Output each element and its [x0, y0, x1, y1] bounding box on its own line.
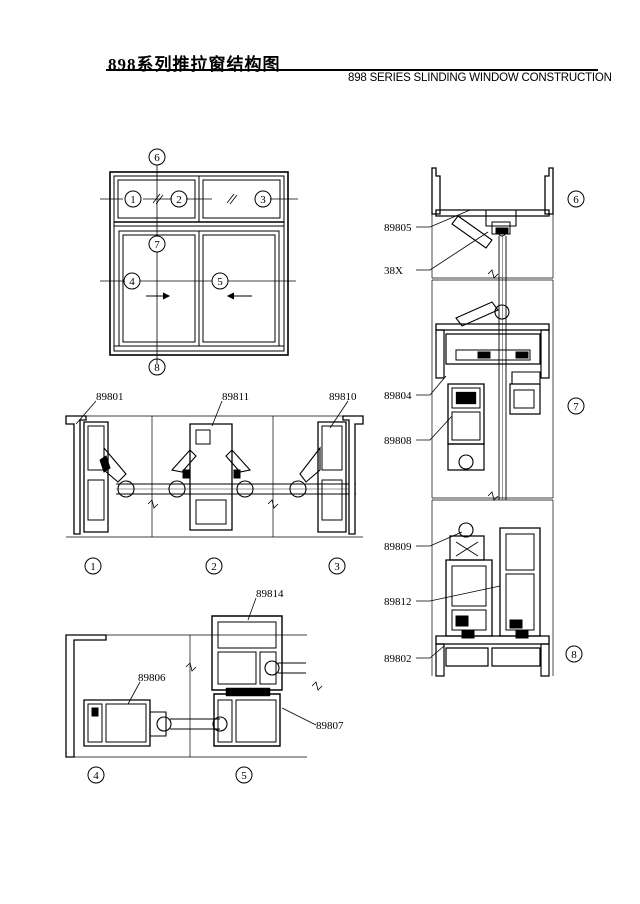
part-code-38x: 38X	[384, 265, 403, 277]
section-label-3: 3	[328, 557, 346, 575]
title-rule	[106, 69, 598, 71]
section-label-1: 1	[84, 557, 102, 575]
window-elevation	[100, 165, 298, 364]
section-number-6-label: 6	[573, 194, 579, 206]
part-code-89810: 89810	[329, 391, 357, 403]
section-number-3-label: 3	[334, 561, 340, 573]
part-code-89814: 89814	[256, 588, 284, 600]
part-code-89805: 89805	[384, 222, 412, 234]
part-code-89808: 89808	[384, 435, 412, 447]
section-number-5-label: 5	[241, 770, 247, 782]
section-marker-7: 7	[148, 235, 166, 253]
section-marker-6: 6	[148, 148, 166, 166]
section-number-7-label: 7	[573, 401, 579, 413]
vertical-section-6-7-8	[431, 167, 554, 677]
part-code-89802: 89802	[384, 653, 412, 665]
section-marker-5: 5	[211, 272, 229, 290]
section-label-8: 8	[565, 645, 583, 663]
horizontal-section-1-2-3	[65, 415, 364, 538]
section-label-5: 5	[235, 766, 253, 784]
section-marker-2: 2	[170, 190, 188, 208]
section-label-4: 4	[87, 766, 105, 784]
section-number-7: 7	[154, 239, 160, 251]
part-code-89809: 89809	[384, 541, 412, 553]
horizontal-section-4-5	[65, 615, 323, 758]
section-marker-3: 3	[254, 190, 272, 208]
section-marker-1: 1	[124, 190, 142, 208]
part-code-89806: 89806	[138, 672, 166, 684]
part-code-89812: 89812	[384, 596, 412, 608]
section-number-1-label: 1	[90, 561, 96, 573]
section-number-5: 5	[217, 276, 223, 288]
section-label-7: 7	[567, 397, 585, 415]
section-number-2: 2	[176, 194, 182, 206]
section-marker-4: 4	[123, 272, 141, 290]
section-number-8: 8	[154, 362, 160, 374]
part-code-89804: 89804	[384, 390, 412, 402]
section-number-4: 4	[129, 276, 135, 288]
section-number-4-label: 4	[93, 770, 99, 782]
section-marker-8: 8	[148, 358, 166, 376]
section-number-6: 6	[154, 152, 160, 164]
section-number-3: 3	[260, 194, 266, 206]
section-number-2-label: 2	[211, 561, 217, 573]
section-label-6: 6	[567, 190, 585, 208]
section-number-1: 1	[130, 194, 136, 206]
section-number-8-label: 8	[571, 649, 577, 661]
section-label-2: 2	[205, 557, 223, 575]
part-code-89801: 89801	[96, 391, 124, 403]
part-code-89811: 89811	[222, 391, 249, 403]
part-code-89807: 89807	[316, 720, 344, 732]
drawing-title-english: 898 SERIES SLINDING WINDOW CONSTRUCTION	[348, 72, 612, 84]
